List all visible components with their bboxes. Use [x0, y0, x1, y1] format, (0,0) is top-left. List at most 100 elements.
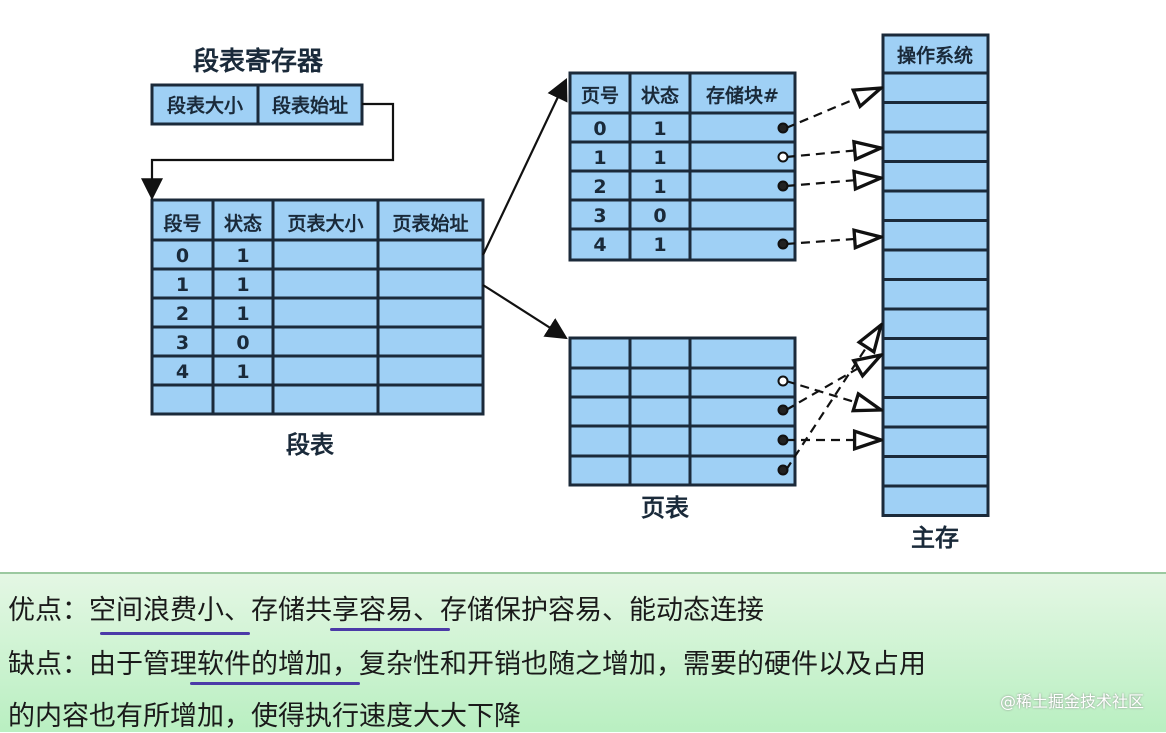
segment-table-cell: [271, 354, 380, 387]
segment-table-cell: [376, 238, 485, 271]
pointer-dot-icon: [777, 464, 789, 476]
page-table-label: 页表: [641, 494, 690, 522]
page-table-cell: [628, 454, 692, 487]
segment-table-cell: [271, 296, 380, 329]
cell-text: 0: [653, 205, 666, 227]
watermark: @稀土掘金技术社区: [999, 692, 1144, 711]
segment-table-cell: [211, 383, 275, 416]
segment-table-label: 段表: [286, 431, 335, 459]
page-table-cell: [568, 366, 632, 399]
page-table-cell: [568, 424, 632, 458]
page-table-cell: [688, 111, 797, 144]
page-table-cell: [628, 169, 692, 202]
column-header: 状态: [224, 212, 262, 235]
cell-text: 1: [236, 303, 249, 325]
page-table-cell: [688, 336, 797, 370]
page-table-cell: [628, 366, 692, 399]
segment-table-cell: [271, 238, 380, 271]
register-cell: [150, 83, 260, 126]
column-header: 页号: [581, 85, 619, 107]
cell-text: 0: [593, 118, 606, 140]
cell-text: 1: [653, 118, 666, 140]
pointer-dot-icon: [777, 404, 789, 416]
memory-frame: [881, 219, 990, 252]
register-cell: [256, 83, 364, 126]
cons-text-line1: 缺点：由于管理软件的增加，复杂性和开销也随之增加，需要的硬件以及占用: [8, 649, 926, 680]
page-to-frame-arrow: [785, 325, 881, 471]
column-header: 页表始址: [392, 212, 468, 235]
segment-table-cell: [211, 238, 275, 271]
page-table-cell: [568, 71, 632, 115]
cell-text: 1: [653, 234, 666, 256]
underline-mark: [330, 628, 450, 631]
memory-frame: [881, 101, 990, 134]
segment-to-page-table-arrow: [482, 284, 568, 340]
pointer-dot-icon: [777, 375, 789, 387]
cell-text: 4: [593, 234, 606, 256]
page-to-frame-arrow: [785, 88, 881, 130]
page-to-frame-arrow: [785, 355, 881, 411]
column-header: 段号: [163, 212, 201, 235]
cell-text: 1: [236, 361, 249, 383]
memory-frame: [881, 130, 990, 163]
memory-label: 主存: [911, 524, 959, 552]
page-to-frame-arrow: [785, 148, 881, 157]
cell-text: 1: [593, 147, 606, 169]
memory-frame: [881, 484, 990, 517]
cell-text: 4: [176, 361, 189, 383]
page-table-cell: [568, 395, 632, 428]
memory-frame: [881, 248, 990, 281]
pointer-dot-icon: [777, 151, 789, 163]
cell-text: 0: [176, 245, 189, 267]
page-table-cell: [688, 198, 797, 231]
page-table-cell: [628, 336, 692, 370]
cell-text: 1: [653, 176, 666, 198]
memory-frame: [881, 396, 990, 429]
page-to-frame-arrow: [785, 379, 881, 410]
memory-frame: [881, 366, 990, 399]
memory-frame: [881, 189, 990, 222]
segment-table-cell: [271, 325, 380, 358]
page-table-cell: [568, 336, 632, 370]
segment-table-cell: [376, 198, 485, 242]
cons-text-line2: 的内容也有所增加，使得执行速度大大下降: [8, 701, 521, 732]
cell-text: 2: [176, 303, 189, 325]
page-table-cell: [688, 227, 797, 262]
memory-os-label: 操作系统: [897, 44, 973, 67]
segment-table-cell: [376, 296, 485, 329]
page-to-frame-arrow: [785, 237, 881, 244]
page-table-cell: [688, 454, 797, 487]
pointer-dot-icon: [777, 434, 789, 446]
cell-text: 1: [176, 274, 189, 296]
cell-text: 段表大小: [167, 94, 243, 117]
cell-text: 段表始址: [272, 94, 348, 117]
cell-text: 2: [593, 176, 606, 198]
page-table-cell: [628, 395, 692, 428]
page-table-cell: [568, 227, 632, 262]
segment-table-cell: [376, 267, 485, 300]
segment-to-page-table-arrow: [482, 78, 568, 256]
page-table-cell: [628, 424, 692, 458]
cell-text: 1: [653, 147, 666, 169]
segment-table-cell: [271, 267, 380, 300]
page-table-cell: [568, 454, 632, 487]
underline-mark: [190, 682, 360, 685]
cell-text: 1: [236, 274, 249, 296]
pointer-dot-icon: [777, 180, 789, 192]
cell-text: 0: [236, 332, 249, 354]
column-header: 存储块#: [706, 84, 779, 107]
page-to-frame-arrow: [785, 178, 881, 186]
memory-frame: [881, 425, 990, 458]
segment-table-cell: [150, 383, 215, 416]
cell-text: 3: [593, 205, 606, 227]
page-table-cell: [688, 71, 797, 115]
pointer-dot-icon: [777, 122, 789, 134]
memory-frame: [881, 160, 990, 193]
page-table-cell: [568, 140, 632, 173]
pros-cons-panel: [0, 572, 1166, 732]
segment-table-cell: [376, 383, 485, 416]
segment-table-cell: [376, 325, 485, 358]
column-header: 页表大小: [287, 212, 363, 235]
segment-table-cell: [376, 354, 485, 387]
